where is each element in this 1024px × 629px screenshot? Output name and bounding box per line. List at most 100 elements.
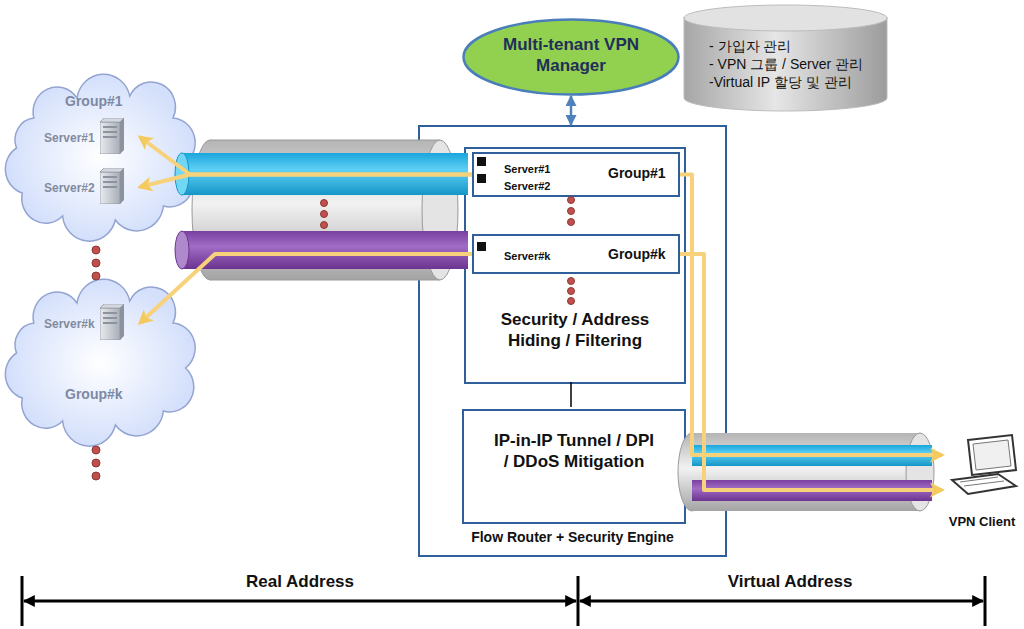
tunnel-pipe (692, 433, 920, 511)
database-cylinder: - 가입자 관리- VPN 그룹 / Server 관리-Virtual IP … (683, 4, 888, 112)
ellipsis-dot (568, 197, 575, 204)
tunnel-pipe-purple (692, 480, 932, 501)
group-box: Server#1Server#2 Group#1 (472, 152, 680, 197)
flow-arrow (140, 175, 472, 188)
laptop-keys (960, 477, 998, 482)
range-arrow (580, 600, 983, 603)
server-group-cloud: Server#kGroup#k (5, 283, 197, 433)
text-slot: IP-in-IP Tunnel / DPI / DDoS Mitigation (490, 431, 658, 472)
manager-ellipse: Multi-tenant VPN Manager (462, 18, 680, 96)
server-marker (477, 242, 486, 251)
server-marker (477, 174, 486, 183)
node-label: -Virtual IP 할당 및 관리 (709, 74, 852, 91)
node-label: Server#k (44, 317, 95, 332)
range-tick (577, 576, 580, 626)
text-slot: Security / Address Hiding / Filtering (500, 310, 650, 351)
node-label: Flow Router + Security Engine (471, 529, 674, 546)
text-slot: VPN Client (942, 512, 1022, 530)
node-label: VPN Client (949, 514, 1015, 530)
client-node: VPN Client (942, 432, 1022, 533)
box-link (570, 382, 572, 407)
cloud-shape (5, 279, 195, 446)
laptop-screen (968, 435, 1016, 475)
node-label: Server#2 (504, 180, 551, 193)
text-slot: Group#1 (608, 164, 676, 182)
node-label: Multi-tenant VPN Manager (502, 35, 640, 76)
pipe-end (678, 433, 706, 511)
server-marker (477, 157, 486, 166)
server-group-cloud: Server#1Server#2Group#1 (5, 78, 197, 228)
tunnel-pipe-blue (182, 153, 468, 195)
flow-arrow (680, 175, 942, 456)
ellipsis-dot (321, 222, 328, 229)
ellipsis-dot (92, 459, 100, 467)
text-slot: Server#2 (44, 178, 104, 196)
range-tick (984, 576, 987, 626)
server-icon (100, 304, 124, 340)
group-box: Server#k Group#k (472, 234, 680, 274)
manager-ellipse-shape (464, 20, 679, 95)
flow-arrow (140, 137, 472, 175)
laptop-keys (964, 481, 1004, 486)
text-slot: Real Address (220, 572, 380, 593)
pipe-end (422, 140, 458, 280)
pipe-edge (210, 140, 440, 141)
pipe-end (906, 433, 934, 511)
ellipsis-dot (92, 472, 100, 480)
node-label: IP-in-IP Tunnel / DPI / DDoS Mitigation (490, 431, 658, 472)
engine-box: Server#1Server#2Group#1Server#kGroup#kSe… (418, 125, 727, 557)
pipe-edge (210, 280, 440, 281)
text-slot: Server#1 (44, 128, 104, 146)
text-slot: Group#k (608, 245, 676, 263)
ellipsis-dot (568, 278, 575, 285)
node-label: Server#1 (44, 131, 95, 146)
text-slot: Server#k (504, 246, 564, 264)
ellipsis-dot (92, 446, 100, 454)
cylinder-top (684, 5, 887, 31)
node-label: - 가입자 관리 (709, 38, 791, 55)
range-arrow (24, 600, 576, 603)
tunnel-pipe-purple (182, 231, 468, 269)
tunnel-pipe-blue (692, 445, 932, 466)
text-slot: Group#k (65, 385, 155, 403)
node-label: Group#k (608, 246, 666, 263)
security-box: Server#1Server#2Group#1Server#kGroup#kSe… (464, 147, 686, 384)
text-slot: Flow Router + Security Engine (420, 528, 725, 546)
flow-arrow (680, 254, 942, 490)
server-group-cloud-outline (5, 283, 197, 433)
ellipsis-dot (568, 219, 575, 226)
server-node: Server#k (40, 300, 140, 346)
text-slot: - VPN 그룹 / Server 관리 (709, 55, 884, 73)
node-label: Server#k (504, 250, 551, 263)
server-icon (100, 168, 124, 204)
text-slot: Server#1 (504, 159, 564, 177)
laptop-base (952, 474, 1016, 494)
ellipsis-dot (568, 288, 575, 295)
node-label: - VPN 그룹 / Server 관리 (709, 56, 863, 73)
server-node: Server#1 (40, 114, 140, 160)
node-label: Security / Address Hiding / Filtering (500, 310, 650, 351)
text-slot: Multi-tenant VPN Manager (502, 35, 640, 76)
text-slot: -Virtual IP 할당 및 관리 (709, 73, 884, 91)
node-label: Group#1 (608, 165, 666, 182)
pipe-end (175, 231, 189, 269)
server-icon (100, 118, 124, 154)
server-node: Server#2 (40, 164, 140, 210)
node-label: Server#1 (504, 163, 551, 176)
cloud-shape (5, 74, 195, 241)
tunnel-pipe (210, 140, 440, 280)
range-tick (21, 576, 24, 626)
flow-arrow (140, 254, 472, 323)
laptop-display (973, 440, 1011, 470)
pipe-end (175, 153, 189, 195)
tunnel-box: IP-in-IP Tunnel / DPI / DDoS Mitigation (462, 409, 686, 524)
text-slot: Server#k (44, 314, 104, 332)
ellipsis-dot (321, 200, 328, 207)
management-link (570, 96, 573, 125)
text-slot: - 가입자 관리 (709, 37, 884, 55)
ellipsis-dot (92, 246, 100, 254)
ellipsis-dot (568, 298, 575, 305)
text-slot: Virtual Address (710, 572, 870, 593)
ellipsis-dot (92, 259, 100, 267)
ellipsis-dot (321, 211, 328, 218)
